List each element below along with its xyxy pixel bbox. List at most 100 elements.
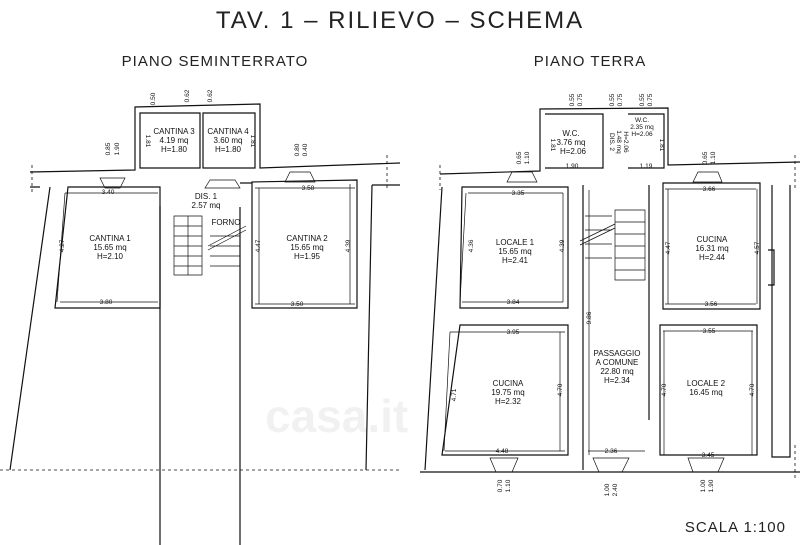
dim-label: 4.70 bbox=[557, 383, 564, 396]
room-name: CUCINA bbox=[493, 379, 524, 388]
dim-label: 3.95 bbox=[507, 329, 520, 336]
dim-label: 0.70 bbox=[497, 479, 504, 492]
watermark: casa.it bbox=[265, 390, 408, 442]
forno-label: FORNO bbox=[212, 218, 241, 227]
dim-label: 0.40 bbox=[302, 143, 309, 156]
room-cucina-2: CUCINA 19.75 mq H=2.32 bbox=[491, 379, 524, 406]
room-height: H=1.80 bbox=[161, 145, 188, 154]
dim-label: 0.55 bbox=[639, 93, 646, 106]
room-area: 15.65 mq bbox=[498, 247, 531, 256]
dim-label: 3.66 bbox=[703, 186, 716, 193]
room-area: 15.65 mq bbox=[290, 243, 323, 252]
dim-label: 0.65 bbox=[516, 151, 523, 164]
dim-label: 1.81 bbox=[144, 135, 151, 148]
dim-label: 1.10 bbox=[505, 479, 512, 492]
dim-label: 1.81 bbox=[658, 139, 665, 152]
dim-label: 1.10 bbox=[710, 151, 717, 164]
dim-label: 0.62 bbox=[207, 89, 214, 102]
room-name: PASSAGGIO bbox=[594, 349, 641, 358]
dim-label: 2.36 bbox=[605, 448, 618, 455]
dim-label: 1.81 bbox=[249, 135, 256, 148]
room-height: H=2.06 bbox=[560, 147, 587, 156]
room-dis-2: DIS. 2 1.48 mq H=2.06 bbox=[608, 130, 629, 154]
dim-label: 1.90 bbox=[566, 163, 579, 170]
room-area: 19.75 mq bbox=[491, 388, 524, 397]
room-wc-1: W.C. 3.76 mq H=2.06 bbox=[557, 129, 587, 156]
sheet-title: TAV. 1 – RILIEVO – SCHEMA bbox=[216, 7, 584, 34]
room-area: 2.35 mq bbox=[630, 124, 654, 131]
room-wc-2: W.C. 2.35 mq H=2.06 bbox=[630, 117, 654, 138]
room-cantina-3: CANTINA 3 4.19 mq H=1.80 bbox=[153, 127, 195, 154]
dim-label: 3.35 bbox=[512, 190, 525, 197]
room-height: H=2.41 bbox=[502, 256, 529, 265]
heading-seminterrato: PIANO SEMINTERRATO bbox=[122, 53, 309, 70]
room-name: CANTINA 3 bbox=[153, 127, 195, 136]
dim-label: 4.27 bbox=[59, 239, 66, 252]
room-name: DIS. 1 bbox=[195, 192, 218, 201]
room-name: CANTINA 2 bbox=[286, 234, 328, 243]
room-dis-1: DIS. 1 2.57 mq bbox=[192, 192, 221, 210]
room-area: 2.57 mq bbox=[192, 201, 221, 210]
seminterrato-dimensions: 0.50 0.62 0.62 1.81 1.81 0.85 1.90 0.80 … bbox=[59, 89, 352, 308]
room-area: 15.65 mq bbox=[93, 243, 126, 252]
dim-label: 1.90 bbox=[114, 142, 121, 155]
dim-label: 3.56 bbox=[705, 301, 718, 308]
dim-label: 0.55 bbox=[569, 93, 576, 106]
room-height: H=2.10 bbox=[97, 252, 124, 261]
dim-label: 2.40 bbox=[612, 483, 619, 496]
dim-label: 1.90 bbox=[708, 479, 715, 492]
dim-label: 4.70 bbox=[661, 383, 668, 396]
dim-label: 0.85 bbox=[105, 142, 112, 155]
dim-label: 4.48 bbox=[496, 448, 509, 455]
dim-label: 3.40 bbox=[102, 189, 115, 196]
room-area: 22.80 mq bbox=[600, 367, 633, 376]
dim-label: 0.65 bbox=[702, 151, 709, 164]
dim-label: 3.58 bbox=[302, 185, 315, 192]
room-name: LOCALE 1 bbox=[496, 238, 535, 247]
room-area: 3.76 mq bbox=[557, 138, 586, 147]
room-height: H=1.80 bbox=[215, 145, 242, 154]
room-area: 4.19 mq bbox=[160, 136, 189, 145]
dim-label: 0.75 bbox=[617, 93, 624, 106]
dim-label: 1.81 bbox=[549, 139, 556, 152]
room-cantina-2: CANTINA 2 15.65 mq H=1.95 bbox=[286, 234, 328, 261]
seminterrato-walls bbox=[0, 103, 401, 545]
room-passaggio-comune: PASSAGGIO A COMUNE 22.80 mq H=2.34 bbox=[594, 349, 641, 385]
room-name: W.C. bbox=[635, 117, 649, 124]
dim-label: 0.62 bbox=[184, 89, 191, 102]
dim-label: 4.47 bbox=[665, 241, 672, 254]
terra-dimensions: 0.55 0.75 0.55 0.75 0.55 0.75 1.81 1.90 … bbox=[451, 93, 761, 496]
room-area: 16.45 mq bbox=[689, 388, 722, 397]
room-height: H=2.06 bbox=[622, 131, 629, 153]
room-height: H=1.95 bbox=[294, 252, 321, 261]
dim-label: 1.19 bbox=[640, 163, 653, 170]
room-name: A COMUNE bbox=[596, 358, 639, 367]
dim-label: 3.55 bbox=[703, 328, 716, 335]
room-height: H=2.44 bbox=[699, 253, 726, 262]
dim-label: 0.75 bbox=[577, 93, 584, 106]
dim-label: 0.50 bbox=[150, 92, 157, 105]
room-name: CUCINA bbox=[697, 235, 728, 244]
room-locale-1: LOCALE 1 15.65 mq H=2.41 bbox=[496, 238, 535, 265]
room-cantina-1: CANTINA 1 15.65 mq H=2.10 bbox=[89, 234, 131, 261]
dim-label: 4.71 bbox=[451, 388, 458, 401]
room-name: DIS. 2 bbox=[608, 133, 615, 151]
room-area: 3.60 mq bbox=[214, 136, 243, 145]
room-area: 1.48 mq bbox=[615, 130, 622, 154]
dim-label: 4.57 bbox=[754, 241, 761, 254]
room-name: LOCALE 2 bbox=[687, 379, 726, 388]
dim-label: 4.70 bbox=[749, 383, 756, 396]
dim-label: 3.45 bbox=[702, 452, 715, 459]
heading-terra: PIANO TERRA bbox=[534, 53, 646, 70]
dim-label: 3.84 bbox=[507, 299, 520, 306]
dim-label: 3.50 bbox=[291, 301, 304, 308]
dim-label: 4.36 bbox=[468, 239, 475, 252]
room-name: W.C. bbox=[562, 129, 579, 138]
room-name: CANTINA 4 bbox=[207, 127, 249, 136]
dim-label: 1.00 bbox=[604, 483, 611, 496]
dim-label: 0.80 bbox=[294, 143, 301, 156]
terra-walls bbox=[420, 107, 800, 480]
dim-label: 1.00 bbox=[700, 479, 707, 492]
